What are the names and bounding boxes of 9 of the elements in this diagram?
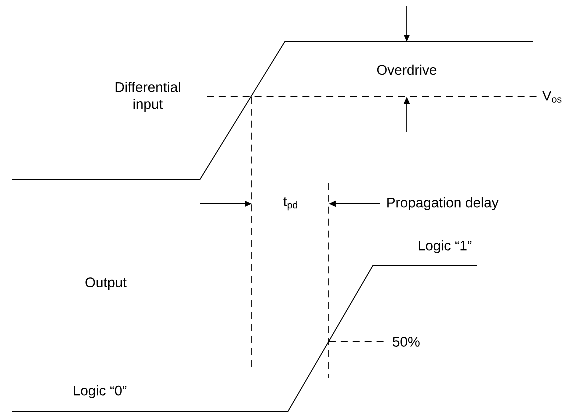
threshold-label: 50% bbox=[393, 337, 420, 347]
signal-label: Differential input bbox=[116, 82, 180, 112]
delay-label: Propagation delay bbox=[388, 198, 499, 210]
signal-label: Output bbox=[86, 278, 127, 290]
signal-label: Overdrive bbox=[377, 64, 437, 76]
level-label: Logic “1” bbox=[419, 240, 472, 254]
level-label: Logic “0” bbox=[74, 386, 127, 398]
voltage-label: V$_{os}$ bbox=[542, 91, 562, 103]
delay-label: t$_{pd}$ bbox=[284, 197, 298, 211]
